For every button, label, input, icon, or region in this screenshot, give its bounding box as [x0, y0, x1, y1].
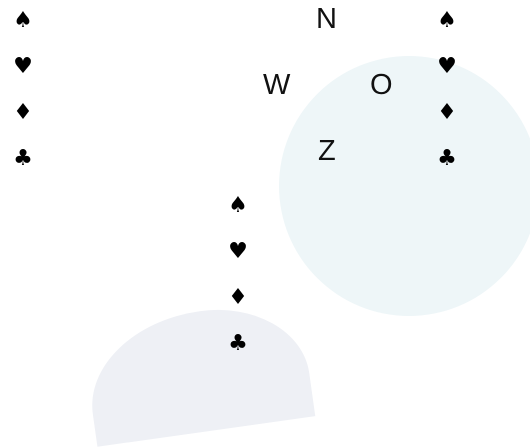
diamonds-icon: ♦	[228, 285, 248, 310]
hearts-icon: ♥	[228, 239, 248, 264]
clubs-icon: ♣	[228, 331, 248, 356]
diamonds-icon: ♦	[437, 100, 457, 125]
hearts-icon: ♥	[437, 54, 457, 79]
clubs-icon: ♣	[13, 146, 33, 171]
spades-icon: ♠	[228, 193, 248, 218]
hearts-icon: ♥	[13, 54, 33, 79]
background-blob	[80, 297, 316, 447]
background-circle	[279, 56, 530, 316]
clubs-icon: ♣	[437, 146, 457, 171]
diamonds-icon: ♦	[13, 100, 33, 125]
spades-icon: ♠	[13, 8, 33, 33]
compass-south-label: Z	[318, 135, 336, 167]
compass-east-label: O	[370, 69, 393, 101]
compass-west-label: W	[263, 69, 291, 101]
spades-icon: ♠	[437, 8, 457, 33]
compass-north-label: N	[316, 3, 337, 35]
